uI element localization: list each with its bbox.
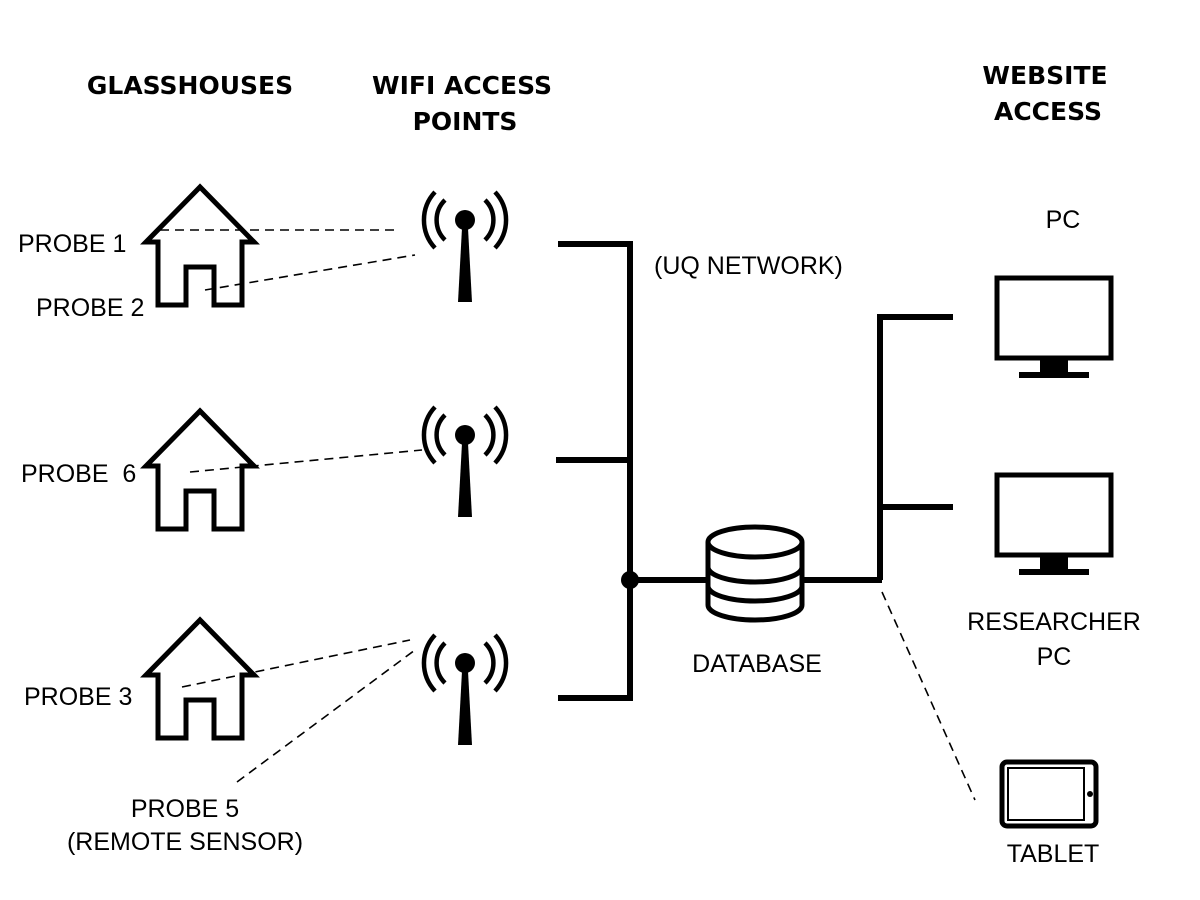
header-glasshouses: GLASSHOUSES [87,71,293,100]
label-uq-network: (UQ NETWORK) [654,252,843,280]
wireless-link-tablet [881,591,976,801]
monitor-icon [997,475,1111,575]
label-probe1: PROBE 1 [18,230,126,258]
wifi-antenna-icon [424,407,506,517]
label-pc: PC [1046,206,1081,234]
wireless-link-probe6 [189,449,423,473]
wireless-link-probe3 [181,639,411,688]
monitor-icon [997,278,1111,378]
house-icon [146,187,254,305]
label-tablet: TABLET [1007,840,1100,868]
label-database: DATABASE [692,650,822,678]
wifi-antenna-icon [424,192,506,302]
database-icon [705,524,805,623]
header-website-line1: WEBSITE [982,61,1107,90]
label-probe6: PROBE 6 [21,460,136,488]
access-bus [877,314,953,580]
label-probe5-line1: PROBE 5 [131,795,239,823]
wireless-link-probe2 [204,254,416,291]
header-website-line2: ACCESS [994,97,1102,126]
wireless-link-probe5 [236,649,416,783]
house-icon [146,411,254,529]
label-probe3: PROBE 3 [24,683,132,711]
label-probe5-line2: (REMOTE SENSOR) [67,828,303,856]
label-probe2: PROBE 2 [36,294,144,322]
label-researcher-line2: PC [1037,643,1072,671]
label-researcher-line1: RESEARCHER [967,608,1141,636]
header-wifi-line1: WIFI ACCESS [372,71,552,100]
network-branch-top [558,241,633,701]
house-icon [146,620,254,738]
wifi-antenna-icon [424,635,506,745]
network-junction [621,571,639,589]
tablet-icon [999,759,1099,829]
header-wifi-line2: POINTS [413,107,518,136]
